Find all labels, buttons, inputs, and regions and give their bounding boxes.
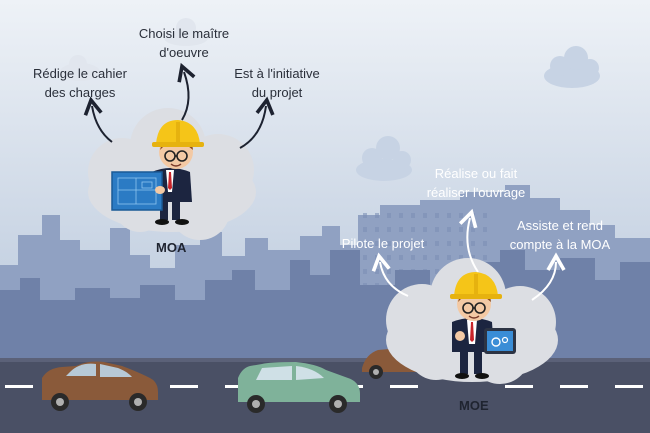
moe-task-2: Réalise ou fait réaliser l'ouvrage: [412, 164, 540, 202]
moa-task-3-line-1: Est à l'initiative: [234, 66, 320, 81]
moa-label: MOA: [156, 240, 187, 255]
sky-cloud-top-left: [60, 18, 208, 81]
moa-task-2-line-2: d'oeuvre: [159, 45, 209, 60]
moe-task-1-line-1: Pilote le projet: [341, 236, 425, 251]
moe-arrows: [371, 208, 566, 301]
moe-task-2-line-2: réaliser l'ouvrage: [426, 185, 526, 200]
moe-task-1: Pilote le projet: [330, 234, 436, 253]
moa-task-1-line-2: des charges: [44, 85, 116, 100]
moa-character-icon: [111, 120, 204, 225]
moe-task-3-line-1: Assiste et rend: [517, 218, 603, 233]
moe-character-icon: [450, 272, 516, 379]
moe-task-2-line-1: Réalise ou fait: [434, 166, 518, 181]
moe-label: MOE: [459, 398, 489, 413]
moe-task-3-line-2: compte à la MOA: [509, 237, 611, 252]
moa-task-1: Rédige le cahier des charges: [22, 64, 138, 102]
car-brown-left: [42, 361, 158, 411]
moa-arrows: [83, 62, 275, 149]
sky-cloud-right: [544, 46, 600, 88]
moa-task-1-line-1: Rédige le cahier: [33, 66, 127, 81]
moe-task-3: Assiste et rend compte à la MOA: [500, 216, 620, 254]
moa-task-2: Choisi le maître d'oeuvre: [126, 24, 242, 62]
moa-task-2-line-1: Choisi le maître: [138, 26, 230, 41]
moa-task-3-line-2: du projet: [251, 85, 303, 100]
sky-cloud-middle: [356, 136, 412, 181]
car-green-middle: [238, 362, 360, 413]
moa-task-3: Est à l'initiative du projet: [218, 64, 336, 102]
